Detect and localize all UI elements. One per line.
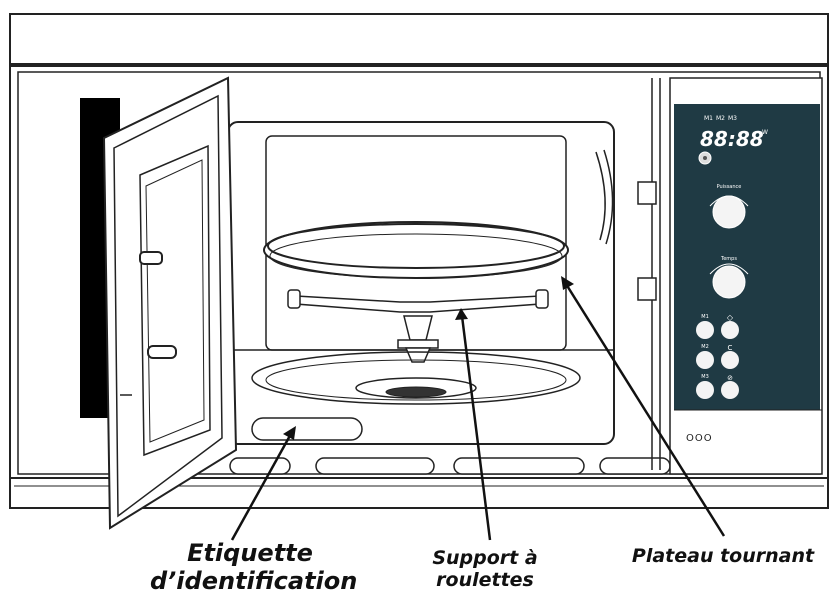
mode-label-m3: M3: [728, 115, 737, 122]
button-m3[interactable]: [696, 381, 714, 399]
power-knob[interactable]: [709, 195, 749, 229]
label-identification-line1: Etiquette: [187, 539, 313, 567]
label-roller-support-line2: roulettes: [436, 568, 534, 591]
button-m2-label: M2: [701, 344, 709, 350]
label-roller-support: Support à roulettes: [410, 547, 560, 592]
label-roller-support-line1: Support à: [432, 547, 538, 569]
panel-mode-labels: M1 M2 M3: [704, 115, 737, 122]
time-knob[interactable]: [709, 263, 749, 299]
power-on-icon[interactable]: [698, 151, 712, 165]
mode-label-m1: M1: [704, 115, 713, 122]
arrowhead-plateau: [561, 276, 574, 290]
label-turntable: Plateau tournant: [612, 545, 834, 568]
button-stop[interactable]: [721, 381, 739, 399]
oven-cavity: [227, 121, 615, 445]
panel-buttons: M1 ◇ M2 C M3 ⊘: [696, 313, 739, 399]
label-identification-line2: d’identification: [150, 566, 358, 595]
bottom-vent-slots: [229, 457, 671, 475]
label-turntable-text: Plateau tournant: [631, 545, 815, 567]
button-start[interactable]: [721, 321, 739, 339]
arrowhead-support: [455, 308, 468, 320]
panel-display: 88:88: [700, 127, 764, 151]
leader-lines: [230, 276, 726, 541]
turntable-plate: [263, 221, 569, 279]
mode-label-m2: M2: [716, 115, 725, 122]
knob-time-label: Temps: [720, 256, 737, 262]
door-frame-right: [637, 78, 661, 470]
knob-power-label: Puissance: [717, 184, 742, 190]
start-icon: ◇: [727, 313, 734, 322]
control-panel: [669, 77, 823, 475]
button-m1[interactable]: [696, 321, 714, 339]
leader-etiquette: [230, 431, 294, 541]
leader-plateau: [564, 283, 726, 537]
button-m3-label: M3: [701, 374, 709, 380]
arrowhead-etiquette: [283, 426, 296, 440]
label-identification: Etiquette d’identification: [150, 539, 358, 595]
cavity-floor: [251, 351, 581, 405]
identification-label-slot: [251, 417, 363, 441]
panel-display-unit: W: [762, 129, 768, 136]
stop-icon: ⊘: [727, 374, 733, 382]
roller-support: [287, 289, 549, 363]
button-m1-label: M1: [701, 314, 709, 320]
open-door: [102, 76, 238, 530]
button-clear-label: C: [728, 344, 733, 352]
door-indicator: OOO: [686, 433, 713, 444]
button-m2[interactable]: [696, 351, 714, 369]
button-clear[interactable]: [721, 351, 739, 369]
leader-support: [460, 315, 492, 541]
